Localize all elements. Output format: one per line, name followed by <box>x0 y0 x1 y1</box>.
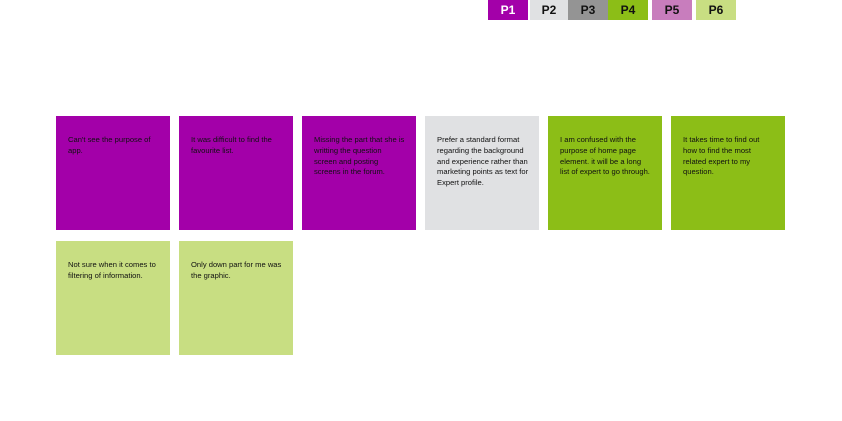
sticky-note-6: It takes time to find out how to find th… <box>671 116 785 230</box>
sticky-note-text: Prefer a standard format regarding the b… <box>437 135 529 188</box>
sticky-note-text: Missing the part that she is writting th… <box>314 135 405 177</box>
sticky-note-3: Missing the part that she is writting th… <box>302 116 416 230</box>
sticky-note-text: It takes time to find out how to find th… <box>683 135 760 177</box>
sticky-note-5: I am confused with the purpose of home p… <box>548 116 662 230</box>
sticky-note-text: Can't see the purpose of app. <box>68 135 151 155</box>
participant-legend: P1 P2 P3 P4 P5 P6 <box>488 0 736 20</box>
sticky-note-text: Only down part for me was the graphic. <box>191 260 282 280</box>
legend-p3: P3 <box>568 0 608 20</box>
sticky-note-4: Prefer a standard format regarding the b… <box>425 116 539 230</box>
sticky-note-8: Only down part for me was the graphic. <box>179 241 293 355</box>
legend-p5: P5 <box>652 0 692 20</box>
sticky-note-text: I am confused with the purpose of home p… <box>560 135 650 177</box>
sticky-note-text: It was difficult to find the favourite l… <box>191 135 272 155</box>
sticky-note-7: Not sure when it comes to filtering of i… <box>56 241 170 355</box>
legend-p6: P6 <box>696 0 736 20</box>
legend-p2: P2 <box>530 0 568 20</box>
legend-p1: P1 <box>488 0 528 20</box>
sticky-note-text: Not sure when it comes to filtering of i… <box>68 260 156 280</box>
sticky-note-2: It was difficult to find the favourite l… <box>179 116 293 230</box>
sticky-note-1: Can't see the purpose of app. <box>56 116 170 230</box>
legend-p4: P4 <box>608 0 648 20</box>
